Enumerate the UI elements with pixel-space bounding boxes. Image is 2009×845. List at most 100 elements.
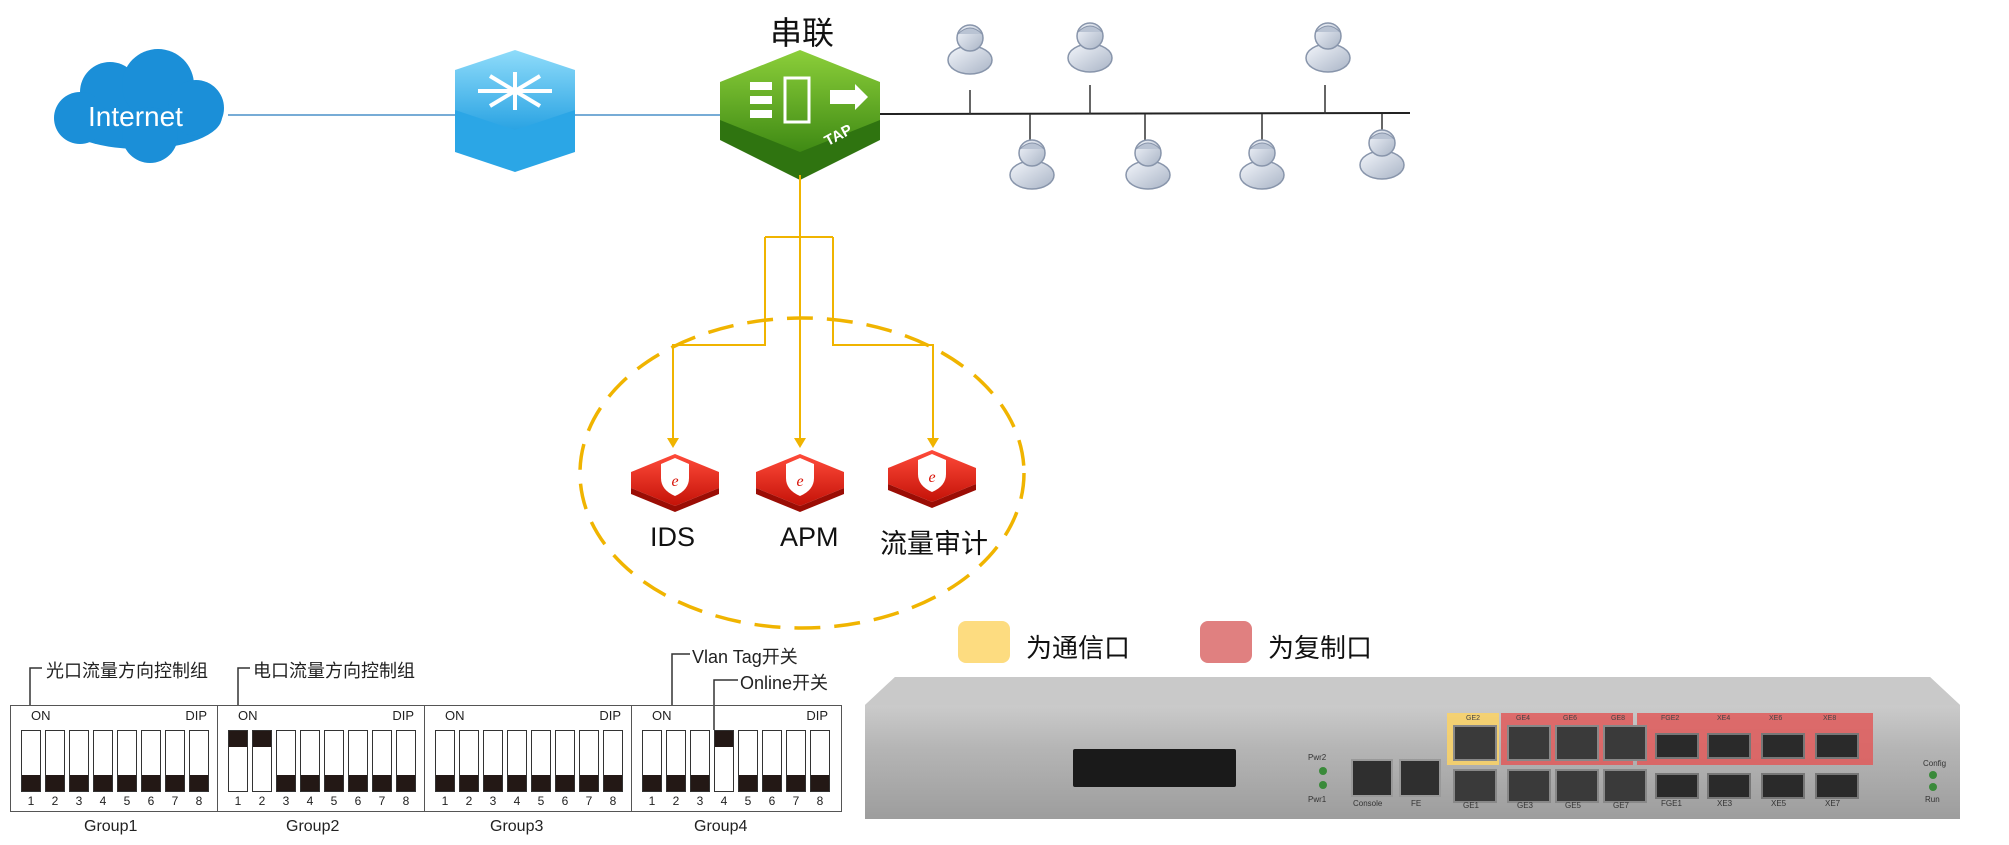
- port-label: XE8: [1823, 715, 1837, 722]
- switch-number: 7: [792, 794, 800, 808]
- dip-switch[interactable]: [762, 730, 782, 792]
- on-label: ON: [238, 708, 258, 723]
- port-label: GE6: [1563, 715, 1578, 722]
- rj45-port[interactable]: [1603, 725, 1647, 761]
- group-name: Group3: [490, 818, 544, 835]
- dip-switch[interactable]: [579, 730, 599, 792]
- switch-number: 1: [441, 794, 449, 808]
- security-tool-icon: [631, 454, 719, 512]
- switch-number: 6: [768, 794, 776, 808]
- dip-switch[interactable]: [228, 730, 248, 792]
- sfp-port[interactable]: [1815, 773, 1859, 799]
- dip-switch[interactable]: [714, 730, 734, 792]
- user-icon: [1125, 139, 1171, 190]
- user-icon: [947, 24, 993, 75]
- on-label: ON: [31, 708, 51, 723]
- sfp-port[interactable]: [1815, 733, 1859, 759]
- switch-number: 5: [123, 794, 131, 808]
- dip-switch[interactable]: [690, 730, 710, 792]
- user-icon: [1009, 139, 1055, 190]
- dip-switch[interactable]: [348, 730, 368, 792]
- switch-number: 7: [585, 794, 593, 808]
- lan-bus-line: [879, 112, 1411, 115]
- switch-number: 2: [51, 794, 59, 808]
- switch-row: [642, 730, 830, 792]
- dip-switch[interactable]: [507, 730, 527, 792]
- sfp-port[interactable]: [1707, 773, 1751, 799]
- dip-switch[interactable]: [372, 730, 392, 792]
- dip-switch[interactable]: [252, 730, 272, 792]
- port-label: XE7: [1825, 799, 1841, 808]
- port-label: FE: [1411, 799, 1422, 808]
- online-label: Online开关: [740, 673, 829, 693]
- rj45-port[interactable]: [1603, 769, 1647, 803]
- rj45-port[interactable]: [1399, 759, 1441, 797]
- port-label: XE5: [1771, 799, 1787, 808]
- led-label: Run: [1925, 795, 1940, 804]
- user-icon: [1359, 129, 1405, 180]
- tool-group-outline: [578, 316, 1026, 630]
- on-label: ON: [652, 708, 672, 723]
- rj45-port[interactable]: [1453, 769, 1497, 803]
- dip-switch[interactable]: [276, 730, 296, 792]
- port-label: GE7: [1613, 801, 1630, 810]
- dip-switch[interactable]: [738, 730, 758, 792]
- dip-switch[interactable]: [483, 730, 503, 792]
- dip-switch[interactable]: [786, 730, 806, 792]
- switch-number: 1: [234, 794, 242, 808]
- sfp-port[interactable]: [1655, 773, 1699, 799]
- dip-switch[interactable]: [324, 730, 344, 792]
- switch-number: 3: [75, 794, 83, 808]
- dip-group: ON DIP 1 2 3 4 5 6 7 8: [11, 706, 218, 811]
- rj45-port[interactable]: [1453, 725, 1497, 761]
- dip-switch[interactable]: [555, 730, 575, 792]
- dip-switch[interactable]: [459, 730, 479, 792]
- console-port[interactable]: [1351, 759, 1393, 797]
- rj45-port[interactable]: [1555, 725, 1599, 761]
- dip-switch[interactable]: [69, 730, 89, 792]
- switch-number: 5: [330, 794, 338, 808]
- dip-switch[interactable]: [810, 730, 830, 792]
- port-label: Console: [1353, 799, 1383, 808]
- legend-comm-swatch: [958, 621, 1010, 663]
- group-name: Group4: [694, 818, 748, 835]
- dip-switch[interactable]: [603, 730, 623, 792]
- dip-switch[interactable]: [531, 730, 551, 792]
- rj45-port[interactable]: [1507, 769, 1551, 803]
- dip-switch[interactable]: [435, 730, 455, 792]
- dip-switch[interactable]: [45, 730, 65, 792]
- dip-switch-panel: ON DIP 1 2 3 4 5 6 7 8 ON DIP: [10, 705, 842, 812]
- switch-number: 4: [306, 794, 314, 808]
- sfp-port[interactable]: [1707, 733, 1751, 759]
- power-led: [1319, 767, 1327, 775]
- switch-row: [435, 730, 623, 792]
- dip-switch[interactable]: [642, 730, 662, 792]
- dip-switch[interactable]: [93, 730, 113, 792]
- dip-switch[interactable]: [300, 730, 320, 792]
- dip-switch[interactable]: [666, 730, 686, 792]
- dip-switch[interactable]: [396, 730, 416, 792]
- dip-switch[interactable]: [189, 730, 209, 792]
- sfp-port[interactable]: [1761, 773, 1805, 799]
- rj45-port[interactable]: [1507, 725, 1551, 761]
- switch-number: 7: [378, 794, 386, 808]
- sfp-port[interactable]: [1761, 733, 1805, 759]
- tap-icon: [720, 50, 880, 180]
- cloud-icon: [54, 49, 224, 163]
- switch-number: 8: [609, 794, 617, 808]
- dip-switch[interactable]: [117, 730, 137, 792]
- led-label: Pwr2: [1308, 753, 1327, 762]
- port-label: GE3: [1517, 801, 1534, 810]
- dip-switch[interactable]: [21, 730, 41, 792]
- status-led: [1929, 783, 1937, 791]
- switch-number: 5: [537, 794, 545, 808]
- dip-switch[interactable]: [141, 730, 161, 792]
- switch-callout-lines: [29, 653, 738, 730]
- switch-number: 3: [489, 794, 497, 808]
- legend-copy-swatch: [1200, 621, 1252, 663]
- sfp-port[interactable]: [1655, 733, 1699, 759]
- dip-switch[interactable]: [165, 730, 185, 792]
- rj45-port[interactable]: [1555, 769, 1599, 803]
- switch-number: 3: [696, 794, 704, 808]
